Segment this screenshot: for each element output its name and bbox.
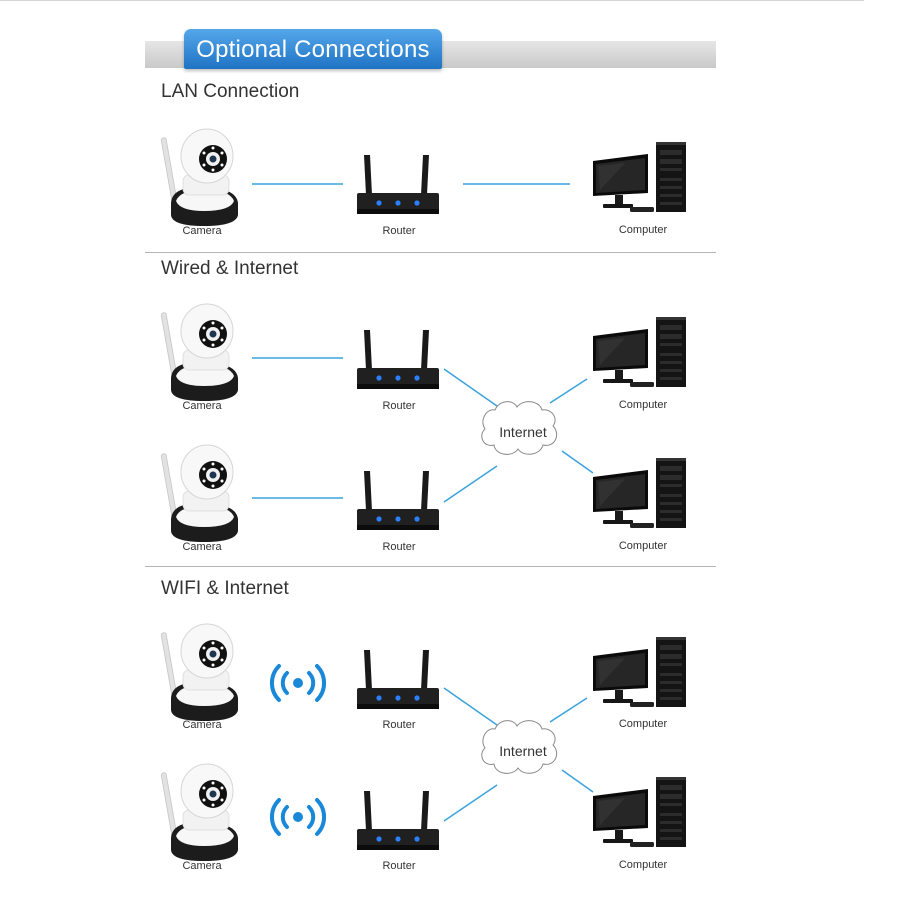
computer-label: Computer	[618, 540, 668, 552]
camera-device	[160, 623, 239, 722]
computer-device	[593, 637, 686, 707]
camera-device	[160, 763, 239, 862]
computer-label: Computer	[618, 224, 668, 236]
router-label: Router	[382, 719, 416, 731]
wifi-signal-icon	[269, 798, 327, 836]
computer-label: Computer	[618, 859, 668, 871]
camera-label: Camera	[182, 719, 222, 731]
camera-device	[160, 303, 239, 402]
top-rule	[0, 0, 864, 1]
computer-device	[593, 317, 686, 387]
computer-device	[593, 142, 686, 212]
section-title-wifi: WIFI & Internet	[161, 578, 289, 599]
computer-device	[593, 777, 686, 847]
camera-device	[160, 444, 239, 543]
section-title-wired: Wired & Internet	[161, 258, 299, 279]
section-divider	[145, 566, 716, 567]
router-device	[357, 650, 439, 709]
router-device	[357, 330, 439, 389]
router-label: Router	[382, 860, 416, 872]
router-device	[357, 471, 439, 530]
router-label: Router	[382, 225, 416, 237]
camera-device	[160, 128, 239, 227]
camera-label: Camera	[182, 400, 222, 412]
section-title-lan: LAN Connection	[161, 81, 300, 102]
wifi-signal-icon	[269, 664, 327, 702]
computer-label: Computer	[618, 718, 668, 730]
connection-lines	[252, 183, 594, 822]
internet-label: Internet	[499, 424, 547, 440]
banner-title: Optional Connections	[196, 36, 430, 63]
router-label: Router	[382, 400, 416, 412]
camera-label: Camera	[182, 860, 222, 872]
router-device	[357, 791, 439, 850]
banner-tab: Optional Connections	[184, 29, 442, 69]
router-label: Router	[382, 541, 416, 553]
computer-label: Computer	[618, 399, 668, 411]
camera-label: Camera	[182, 225, 222, 237]
internet-label: Internet	[499, 743, 547, 759]
camera-label: Camera	[182, 541, 222, 553]
router-device	[357, 155, 439, 214]
section-divider	[145, 252, 716, 253]
computer-device	[593, 458, 686, 528]
